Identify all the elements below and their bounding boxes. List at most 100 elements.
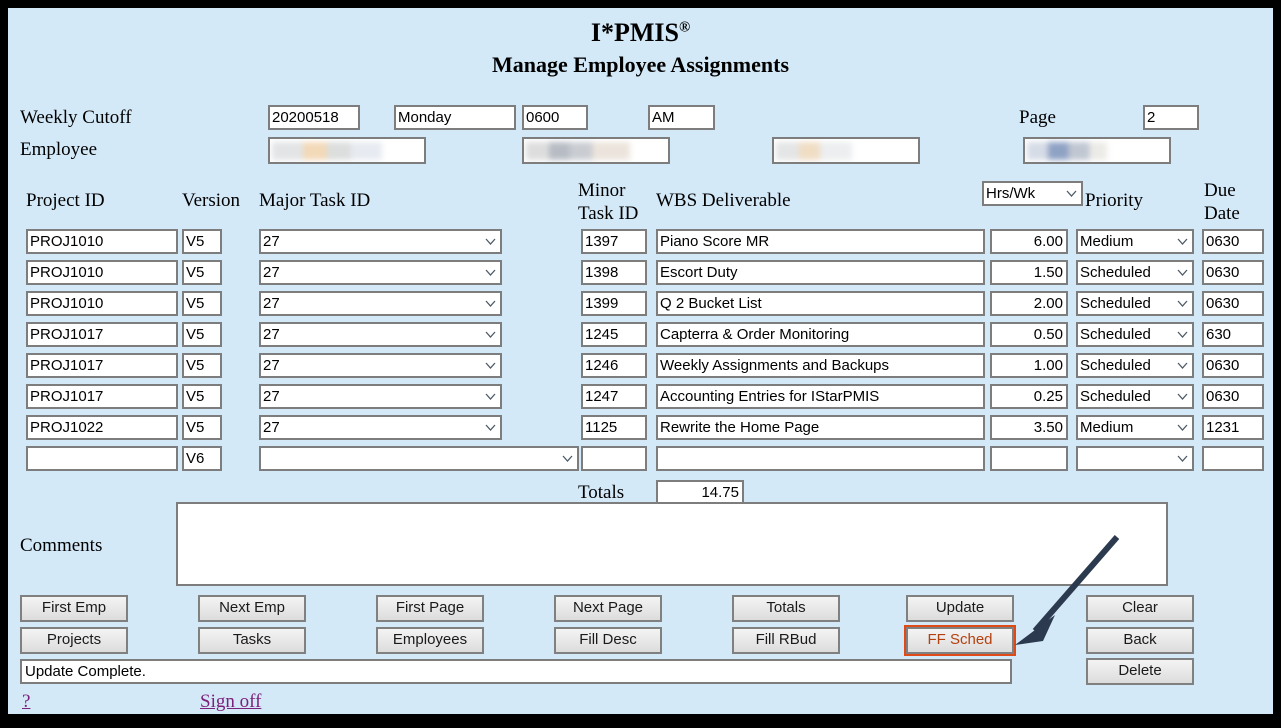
row-due-date[interactable]: 630 — [1202, 322, 1264, 347]
ff-sched-button[interactable]: FF Sched — [906, 627, 1014, 654]
row-wbs-deliverable[interactable]: Piano Score MR — [656, 229, 985, 254]
row-major-task-id[interactable]: 27 — [259, 384, 502, 409]
fill-rbud-button[interactable]: Fill RBud — [732, 627, 840, 654]
row-version[interactable]: V5 — [182, 384, 222, 409]
row-minor-task-id[interactable]: 1398 — [581, 260, 647, 285]
row-version[interactable]: V5 — [182, 415, 222, 440]
row-hrs-wk[interactable]: 3.50 — [990, 415, 1068, 440]
row-major-task-id[interactable]: 27 — [259, 415, 502, 440]
row-project-id[interactable]: PROJ1010 — [26, 291, 178, 316]
row-project-id[interactable]: PROJ1017 — [26, 322, 178, 347]
page-number-field[interactable]: 2 — [1143, 105, 1199, 130]
delete-button[interactable]: Delete — [1086, 658, 1194, 685]
row-minor-task-id[interactable]: 1247 — [581, 384, 647, 409]
totals-button[interactable]: Totals — [732, 595, 840, 622]
next-emp-button[interactable]: Next Emp — [198, 595, 306, 622]
row-project-id[interactable]: PROJ1022 — [26, 415, 178, 440]
row-version[interactable]: V5 — [182, 322, 222, 347]
row-major-task-id[interactable]: 27 — [259, 260, 502, 285]
row-hrs-wk[interactable] — [990, 446, 1068, 471]
row-hrs-wk[interactable]: 2.00 — [990, 291, 1068, 316]
row-major-task-id[interactable] — [259, 446, 579, 471]
comments-textarea[interactable] — [176, 502, 1168, 586]
row-project-id[interactable]: PROJ1017 — [26, 353, 178, 378]
cutoff-time-field[interactable]: 0600 — [522, 105, 588, 130]
employees-button[interactable]: Employees — [376, 627, 484, 654]
row-major-task-id[interactable]: 27 — [259, 291, 502, 316]
row-major-task-id[interactable]: 27 — [259, 353, 502, 378]
chevron-down-icon — [1177, 453, 1188, 464]
row-hrs-wk[interactable]: 6.00 — [990, 229, 1068, 254]
row-minor-task-id[interactable]: 1399 — [581, 291, 647, 316]
row-project-id[interactable]: PROJ1010 — [26, 260, 178, 285]
first-emp-button[interactable]: First Emp — [20, 595, 128, 622]
row-priority-value: Medium — [1080, 233, 1134, 250]
projects-button[interactable]: Projects — [20, 627, 128, 654]
comments-label: Comments — [20, 535, 103, 556]
row-hrs-wk[interactable]: 1.00 — [990, 353, 1068, 378]
row-priority[interactable]: Scheduled — [1076, 353, 1194, 378]
cutoff-meridiem-field[interactable]: AM — [648, 105, 715, 130]
row-wbs-deliverable[interactable]: Q 2 Bucket List — [656, 291, 985, 316]
row-due-date[interactable]: 1231 — [1202, 415, 1264, 440]
row-wbs-deliverable[interactable]: Weekly Assignments and Backups — [656, 353, 985, 378]
row-minor-task-id[interactable]: 1125 — [581, 415, 647, 440]
employee-name-field[interactable] — [522, 137, 670, 164]
row-hrs-wk[interactable]: 0.25 — [990, 384, 1068, 409]
employee-extra-field-2[interactable] — [1023, 137, 1171, 164]
next-page-button[interactable]: Next Page — [554, 595, 662, 622]
row-priority[interactable]: Scheduled — [1076, 322, 1194, 347]
weekly-cutoff-label: Weekly Cutoff — [20, 107, 132, 128]
signoff-link[interactable]: Sign off — [200, 691, 262, 712]
row-hrs-wk[interactable]: 0.50 — [990, 322, 1068, 347]
help-link[interactable]: ? — [22, 691, 31, 712]
row-wbs-deliverable[interactable]: Rewrite the Home Page — [656, 415, 985, 440]
row-version[interactable]: V6 — [182, 446, 222, 471]
row-minor-task-id[interactable]: 1246 — [581, 353, 647, 378]
row-priority[interactable]: Medium — [1076, 415, 1194, 440]
row-minor-task-id[interactable]: 1245 — [581, 322, 647, 347]
row-major-task-id[interactable]: 27 — [259, 229, 502, 254]
column-header-major-task-id: Major Task ID — [259, 190, 371, 211]
row-wbs-deliverable[interactable]: Escort Duty — [656, 260, 985, 285]
row-priority[interactable]: Scheduled — [1076, 291, 1194, 316]
row-due-date[interactable]: 0630 — [1202, 229, 1264, 254]
update-button[interactable]: Update — [906, 595, 1014, 622]
row-due-date[interactable]: 0630 — [1202, 353, 1264, 378]
back-button[interactable]: Back — [1086, 627, 1194, 654]
row-version[interactable]: V5 — [182, 353, 222, 378]
row-version[interactable]: V5 — [182, 260, 222, 285]
employee-label: Employee — [20, 139, 98, 160]
row-minor-task-id[interactable]: 1397 — [581, 229, 647, 254]
row-priority[interactable]: Scheduled — [1076, 384, 1194, 409]
employee-extra-field-1[interactable] — [772, 137, 920, 164]
tasks-button[interactable]: Tasks — [198, 627, 306, 654]
row-priority-value: Medium — [1080, 419, 1134, 436]
row-hrs-wk[interactable]: 1.50 — [990, 260, 1068, 285]
row-wbs-deliverable[interactable]: Accounting Entries for IStarPMIS — [656, 384, 985, 409]
row-priority[interactable]: Medium — [1076, 229, 1194, 254]
first-page-button[interactable]: First Page — [376, 595, 484, 622]
row-due-date[interactable]: 0630 — [1202, 384, 1264, 409]
row-priority[interactable] — [1076, 446, 1194, 471]
row-minor-task-id[interactable] — [581, 446, 647, 471]
fill-desc-button[interactable]: Fill Desc — [554, 627, 662, 654]
cutoff-day-field[interactable]: Monday — [394, 105, 516, 130]
employee-id-field[interactable] — [268, 137, 426, 164]
row-project-id[interactable]: PROJ1010 — [26, 229, 178, 254]
row-project-id[interactable]: PROJ1017 — [26, 384, 178, 409]
row-version[interactable]: V5 — [182, 229, 222, 254]
row-version[interactable]: V5 — [182, 291, 222, 316]
row-wbs-deliverable[interactable]: Capterra & Order Monitoring — [656, 322, 985, 347]
clear-button[interactable]: Clear — [1086, 595, 1194, 622]
row-priority[interactable]: Scheduled — [1076, 260, 1194, 285]
hrs-wk-header-dropdown[interactable]: Hrs/Wk — [982, 181, 1083, 206]
cutoff-date-field[interactable]: 20200518 — [268, 105, 360, 130]
row-due-date[interactable]: 0630 — [1202, 260, 1264, 285]
row-wbs-deliverable[interactable] — [656, 446, 985, 471]
row-major-task-id-value: 27 — [263, 357, 280, 374]
row-due-date[interactable]: 0630 — [1202, 291, 1264, 316]
row-project-id[interactable] — [26, 446, 178, 471]
row-major-task-id[interactable]: 27 — [259, 322, 502, 347]
row-due-date[interactable] — [1202, 446, 1264, 471]
